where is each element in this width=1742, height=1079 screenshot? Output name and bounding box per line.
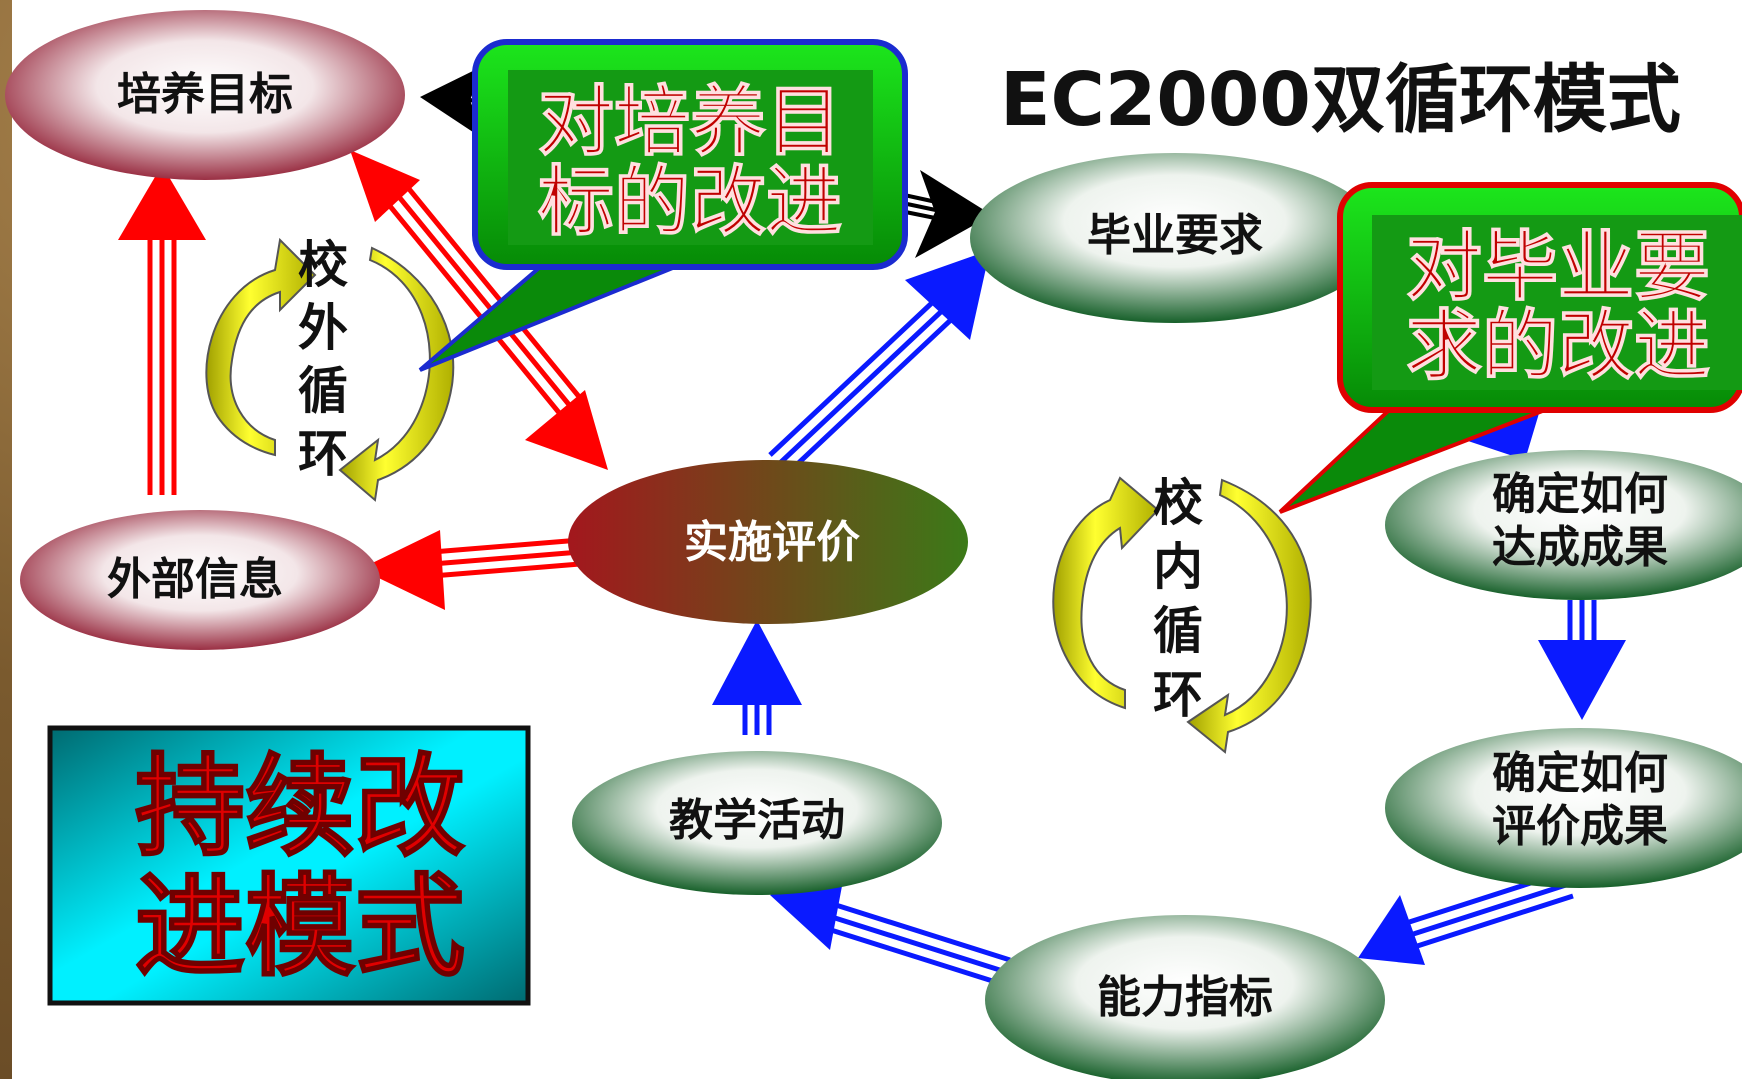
svg-text:培养目标: 培养目标: [117, 69, 293, 120]
arrow-evaluation-to-requirements: [768, 298, 957, 473]
node-how-to-achieve: 确定如何 达成成果: [1385, 450, 1742, 600]
svg-text:实施评价: 实施评价: [684, 517, 860, 568]
node-implementation-evaluation: 实施评价: [568, 460, 968, 624]
svg-text:环: 环: [298, 425, 348, 483]
svg-text:对毕业要: 对毕业要: [1406, 222, 1710, 311]
svg-text:持续改: 持续改: [135, 743, 465, 871]
node-external-info: 外部信息: [20, 510, 380, 650]
svg-text:内: 内: [1153, 538, 1203, 596]
node-ability-indicators: 能力指标: [985, 915, 1385, 1079]
arrow-head: [1358, 895, 1425, 965]
arrow-head: [1465, 410, 1540, 460]
svg-text:能力指标: 能力指标: [1097, 972, 1273, 1023]
svg-text:外: 外: [298, 299, 348, 357]
arrow-head: [915, 170, 992, 258]
svg-text:环: 环: [1153, 666, 1203, 724]
arrow-head: [118, 165, 206, 240]
svg-text:循: 循: [298, 362, 348, 420]
svg-text:进模式: 进模式: [135, 863, 465, 991]
callout-goal-improvement: 对培养目 标的改进: [418, 39, 908, 372]
svg-text:确定如何: 确定如何: [1492, 469, 1668, 520]
arrow-head: [360, 530, 445, 610]
arrow-head: [525, 390, 608, 470]
loop-arrow-right: [338, 246, 455, 502]
arrow-goals-evaluation: [383, 182, 587, 422]
arrow-evaluation-to-external: [419, 537, 581, 580]
arrow-ability-to-teaching: [811, 897, 1011, 987]
loop-arrow-right: [1186, 478, 1312, 754]
svg-text:校: 校: [1153, 474, 1203, 532]
internal-loop: 校 内 循 环: [1052, 474, 1312, 754]
svg-text:校: 校: [298, 236, 348, 294]
svg-text:求的改进: 求的改进: [1406, 301, 1710, 390]
node-how-to-evaluate: 确定如何 评价成果: [1385, 728, 1742, 888]
arrow-head: [905, 250, 990, 340]
svg-text:标的改进: 标的改进: [538, 157, 842, 246]
node-graduation-requirements: 毕业要求: [970, 153, 1380, 323]
node-teaching-activities: 教学活动: [572, 751, 942, 895]
arrow-head: [420, 65, 485, 140]
loop-arrow-left: [1052, 476, 1160, 710]
svg-text:对培养目: 对培养目: [538, 77, 842, 166]
svg-text:确定如何: 确定如何: [1492, 748, 1668, 799]
callout-requirement-improvement: 对毕业要 求的改进: [1278, 182, 1742, 514]
svg-text:外部信息: 外部信息: [107, 554, 283, 605]
svg-text:循: 循: [1153, 602, 1203, 660]
continuous-improvement-badge: 持续改 进模式: [47, 725, 531, 1006]
arrow-teaching-to-evaluation: [742, 700, 772, 735]
svg-text:达成成果: 达成成果: [1492, 522, 1668, 573]
external-loop: 校 外 循 环: [205, 236, 455, 502]
loop-arrow-left: [205, 237, 317, 457]
node-training-goals: 培养目标: [5, 10, 405, 180]
arrow-head: [1538, 640, 1626, 720]
svg-text:评价成果: 评价成果: [1492, 801, 1668, 852]
arrow-head: [350, 150, 420, 222]
svg-text:教学活动: 教学活动: [669, 795, 845, 846]
arrow-external-to-goals: [147, 225, 177, 495]
arrow-head: [712, 620, 802, 705]
page-title: EC2000双循环模式: [1000, 57, 1681, 143]
svg-text:毕业要求: 毕业要求: [1087, 210, 1263, 261]
